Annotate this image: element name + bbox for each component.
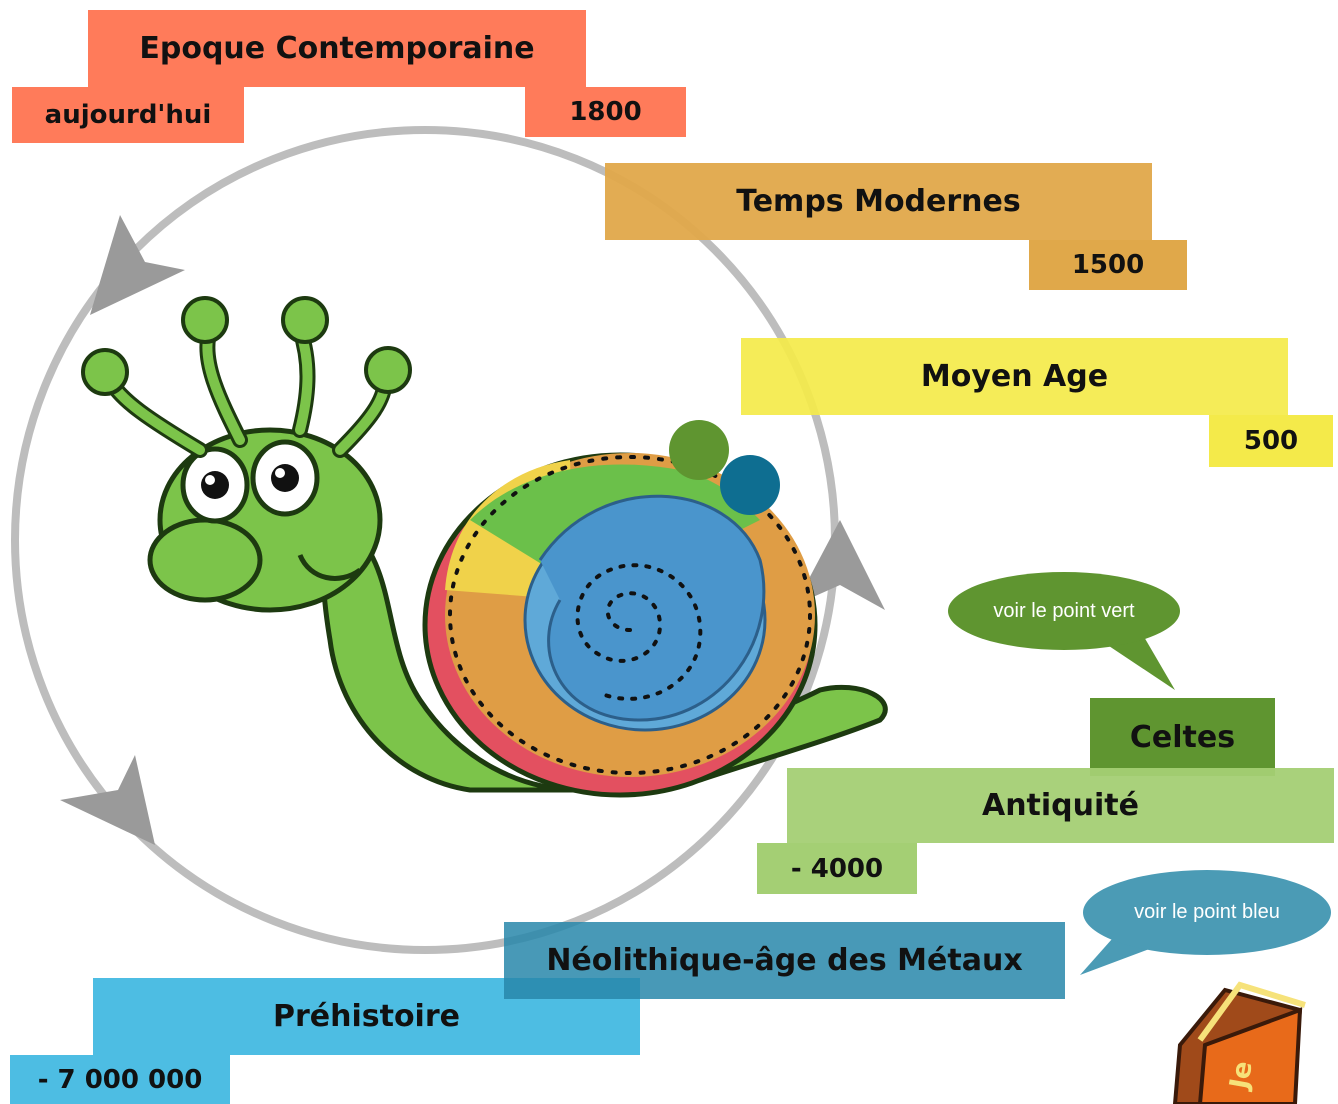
cycle-arrow-top-left (90, 215, 185, 315)
period-modernes-title: Temps Modernes (605, 163, 1152, 240)
bubble-voir-point-bleu: voir le point bleu (1083, 870, 1331, 955)
period-contemporaine-start: 1800 (525, 87, 686, 137)
blue-point (720, 455, 780, 515)
period-antiquite-start: - 4000 (757, 843, 917, 894)
period-neolithique-title: Néolithique-âge des Métaux (504, 922, 1065, 999)
period-antiquite-title: Antiquité (787, 768, 1334, 843)
period-contemporaine-title: Epoque Contemporaine (88, 10, 586, 87)
book-label: Je (1225, 1059, 1259, 1091)
period-celtes-title: Celtes (1090, 698, 1275, 776)
period-modernes-start: 1500 (1029, 240, 1187, 290)
cycle-arrow-bottom-left (60, 755, 155, 845)
period-contemporaine-end: aujourd'hui (12, 87, 244, 143)
bubble-voir-point-vert: voir le point vert (948, 572, 1180, 650)
period-prehistoire-start: - 7 000 000 (10, 1055, 230, 1104)
period-moyen-age-title: Moyen Age (741, 338, 1288, 415)
period-moyen-age-start: 500 (1209, 415, 1333, 467)
green-point (669, 420, 729, 480)
